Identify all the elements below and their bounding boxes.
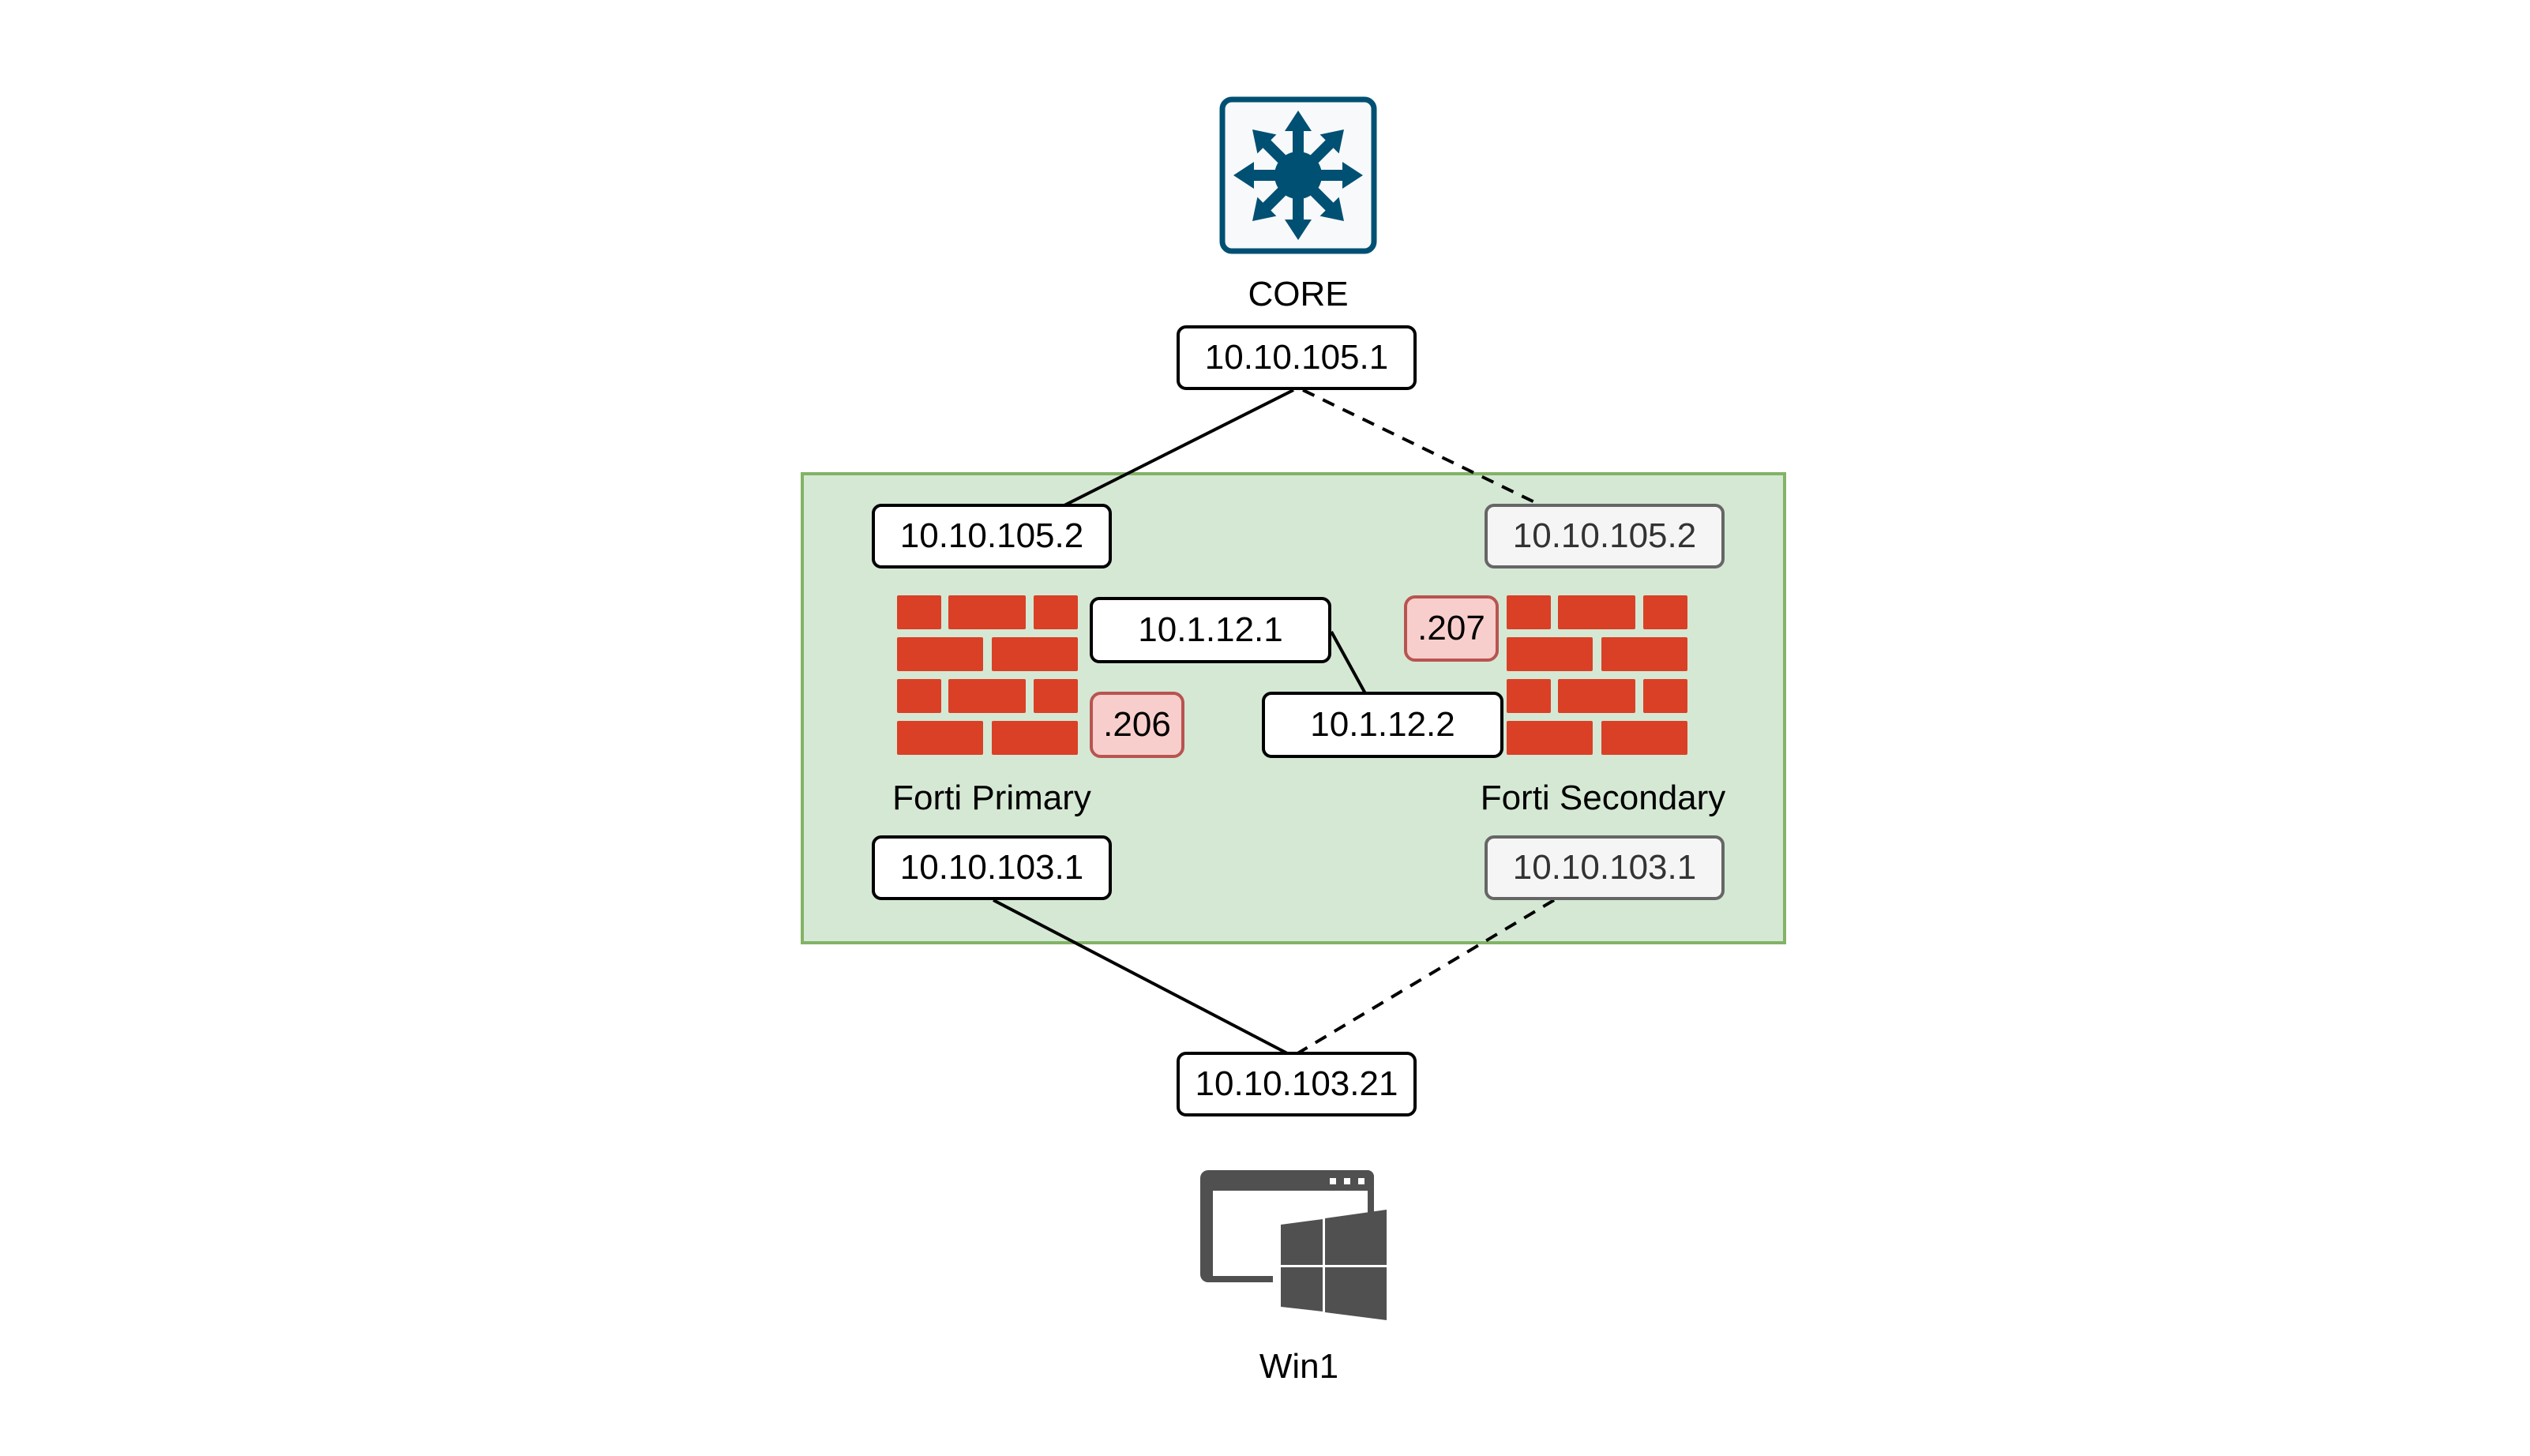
primary-downlink-ip-box[interactable]: 10.10.103.1 — [872, 835, 1112, 900]
layer3-switch-icon[interactable] — [1219, 96, 1377, 254]
client-ip-box[interactable]: 10.10.103.21 — [1177, 1052, 1417, 1116]
primary-uplink-ip-box[interactable]: 10.10.105.2 — [872, 504, 1112, 569]
primary-ha-ip-box[interactable]: 10.1.12.1 — [1090, 597, 1331, 663]
client-label: Win1 — [1259, 1347, 1339, 1386]
primary-label: Forti Primary — [892, 779, 1091, 817]
secondary-uplink-ip-box[interactable]: 10.10.105.2 — [1485, 504, 1725, 569]
firewall-icon[interactable] — [897, 595, 1083, 760]
secondary-tag: .207 — [1404, 595, 1499, 662]
primary-tag: .206 — [1090, 692, 1184, 758]
firewall-icon[interactable] — [1507, 595, 1693, 760]
secondary-ha-ip-box[interactable]: 10.1.12.2 — [1262, 692, 1503, 758]
windows-client-icon[interactable] — [1200, 1169, 1398, 1327]
core-label: CORE — [1248, 275, 1349, 313]
secondary-downlink-ip-box[interactable]: 10.10.103.1 — [1485, 835, 1725, 900]
secondary-label: Forti Secondary — [1480, 779, 1726, 817]
core-ip-box[interactable]: 10.10.105.1 — [1177, 325, 1417, 390]
